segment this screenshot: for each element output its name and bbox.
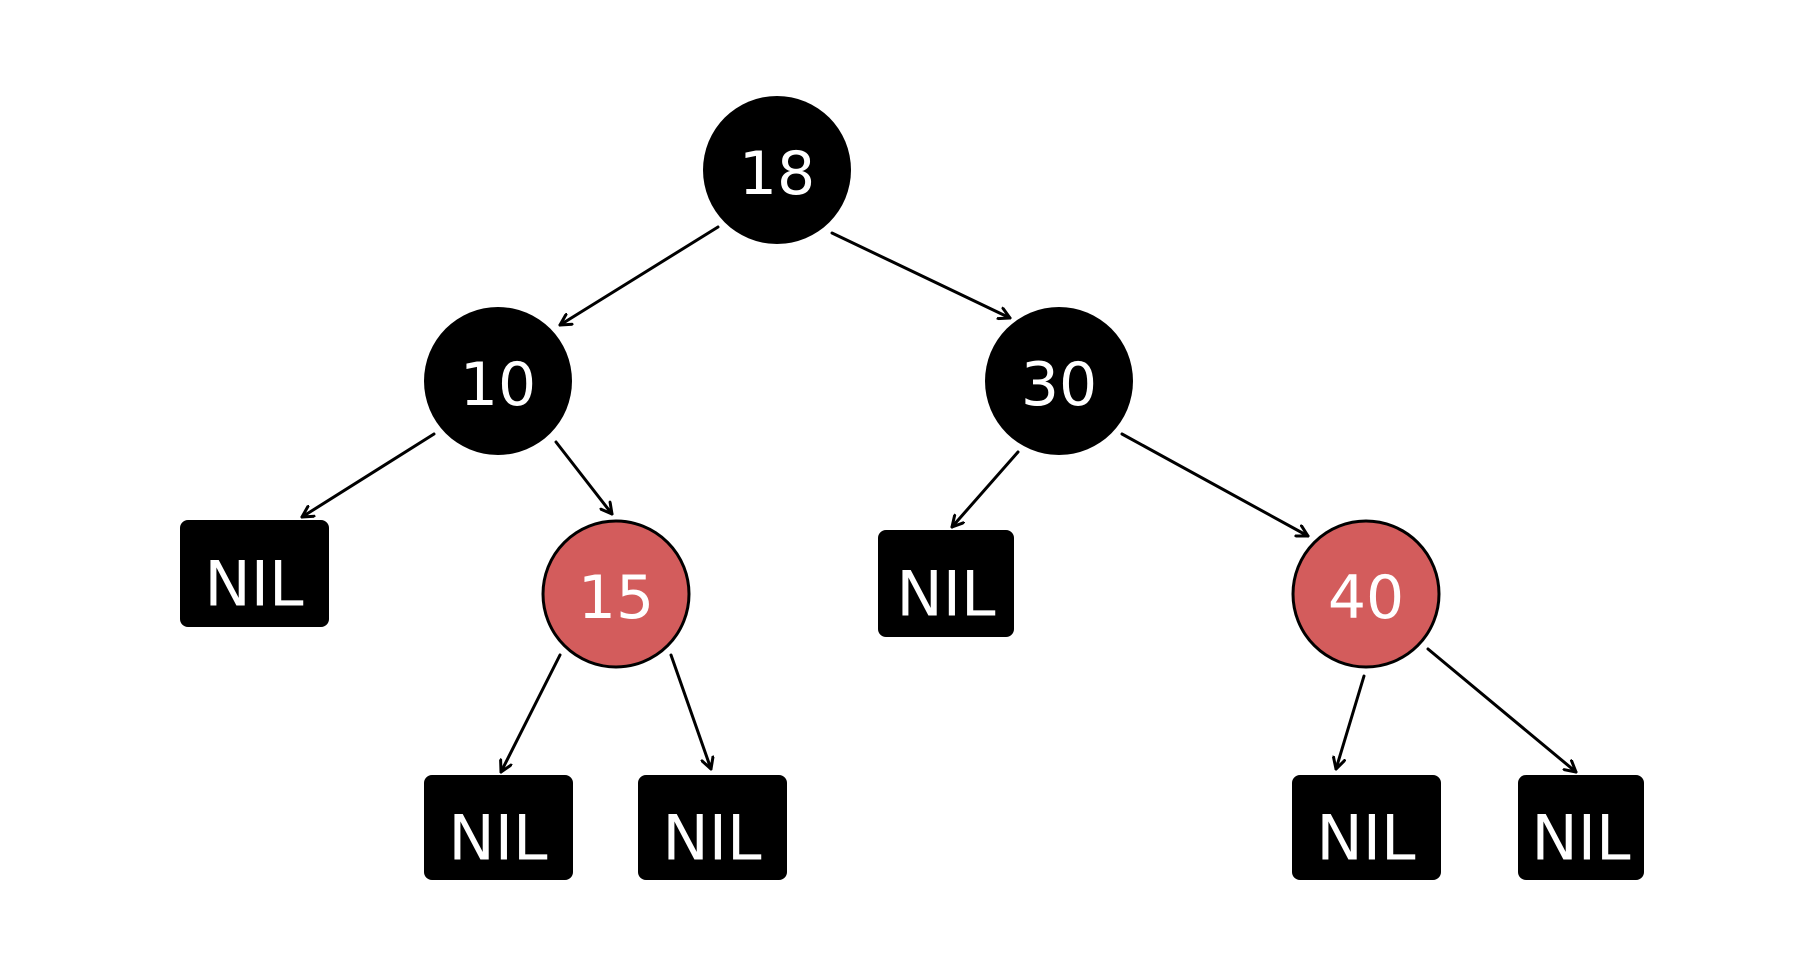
nil-box (180, 520, 329, 627)
edge-10-15 (554, 440, 614, 516)
edge-18-30 (830, 231, 1012, 318)
tree-node-15: 15 (541, 519, 691, 669)
node-value: 40 (1328, 563, 1404, 633)
node-value: 10 (460, 350, 536, 420)
nil-box (424, 775, 573, 880)
node-circle (985, 307, 1133, 455)
nil-leaf-3: NIL (424, 775, 573, 880)
nil-leaf-6: NIL (1518, 775, 1644, 880)
nil-text: NIL (1316, 802, 1416, 875)
tree-node-40: 40 (1291, 519, 1441, 669)
nil-text: NIL (896, 558, 996, 631)
node-value: 18 (739, 139, 815, 209)
nil-box (878, 530, 1014, 637)
node-circle (1291, 519, 1441, 669)
nil-box (1518, 775, 1644, 880)
edge-15-nil4 (669, 653, 711, 771)
tree-node-10: 10 (424, 307, 572, 455)
edges (300, 225, 1578, 774)
nil-box (638, 775, 787, 880)
nil-text: NIL (448, 802, 548, 875)
tree-node-18: 18 (703, 96, 851, 244)
nil-leaf-4: NIL (638, 775, 787, 880)
node-circle (541, 519, 691, 669)
nil-leaf-2: NIL (878, 530, 1014, 637)
edge-15-nil3 (501, 653, 562, 774)
node-value: 30 (1021, 350, 1097, 420)
edge-40-nil5 (1336, 674, 1366, 771)
nil-box (1292, 775, 1441, 880)
node-value: 15 (578, 563, 654, 633)
node-circle (703, 96, 851, 244)
nil-text: NIL (662, 802, 762, 875)
nil-leaf-5: NIL (1292, 775, 1441, 880)
edge-30-nil2 (950, 450, 1020, 529)
tree-node-30: 30 (985, 307, 1133, 455)
edge-18-10 (558, 225, 720, 327)
edge-40-nil6 (1426, 647, 1578, 774)
nil-text: NIL (1531, 802, 1631, 875)
nil-text: NIL (204, 548, 304, 621)
edge-10-nil1 (300, 432, 436, 519)
node-circle (424, 307, 572, 455)
nil-leaf-1: NIL (180, 520, 329, 627)
edge-30-40 (1120, 432, 1310, 538)
